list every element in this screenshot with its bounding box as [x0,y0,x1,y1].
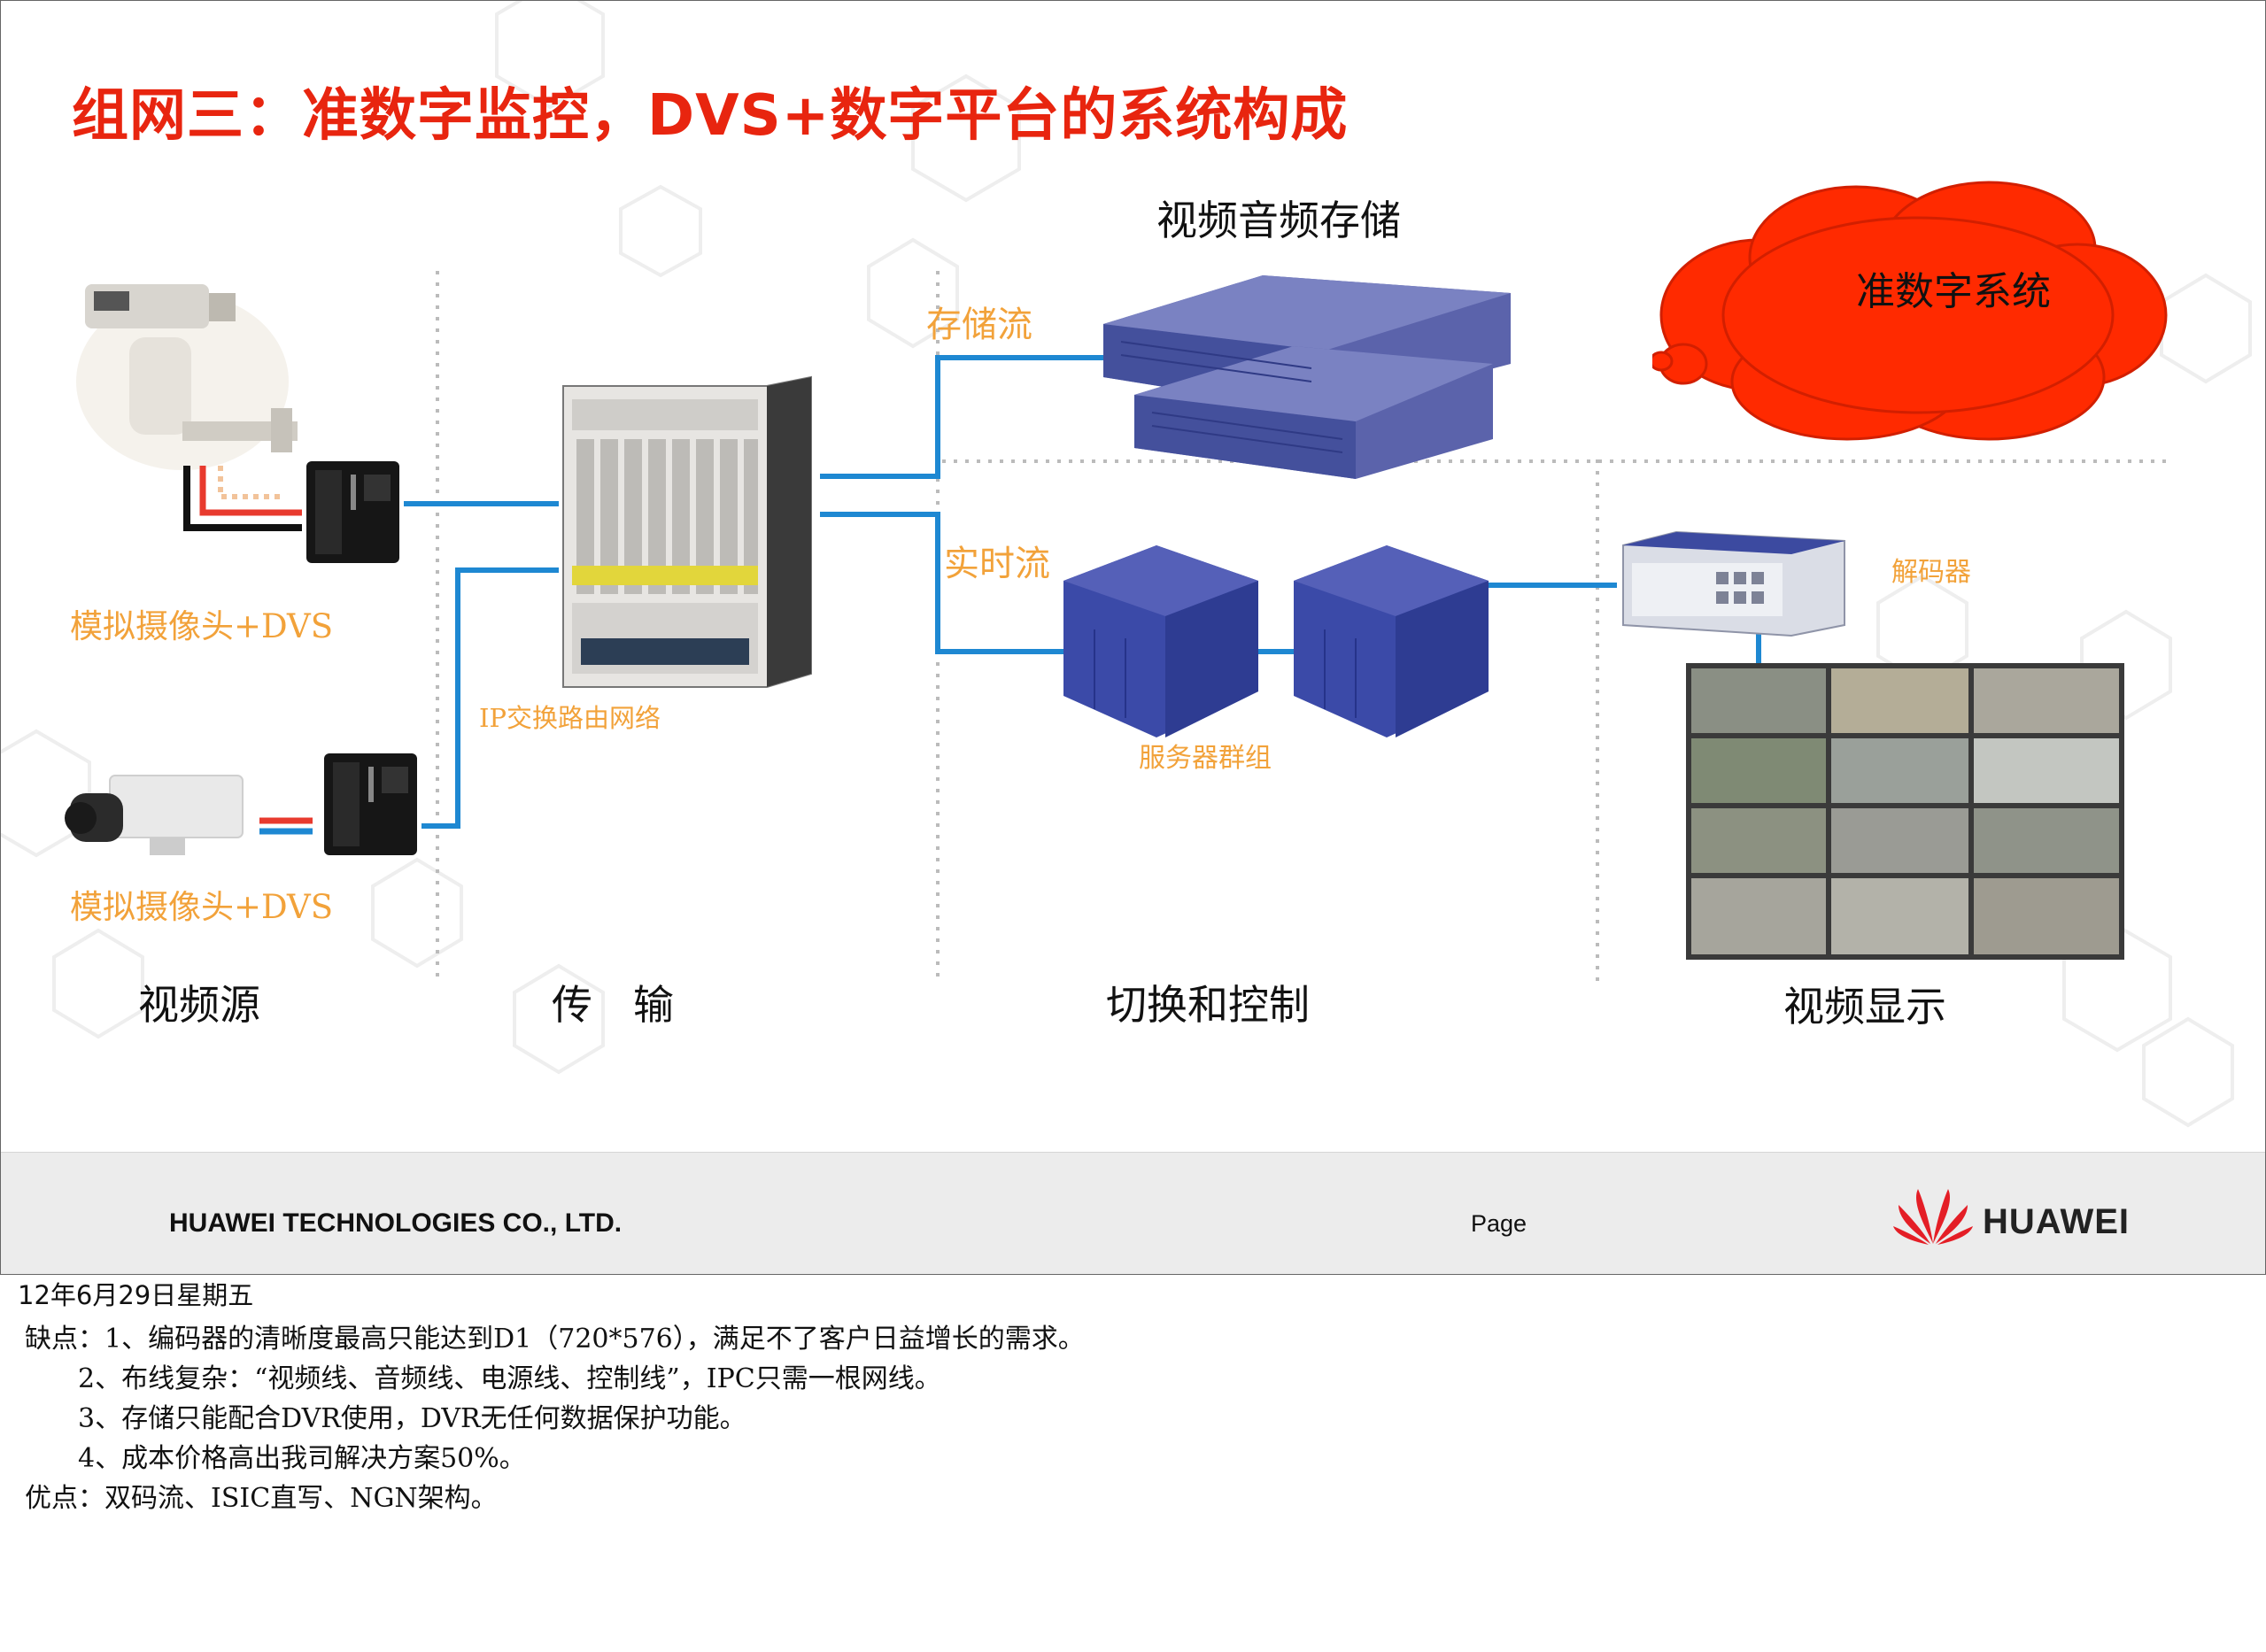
network-links [404,355,1761,829]
box-camera-icon [65,775,244,855]
storage-array-icon [1103,275,1511,479]
camera1-label: 模拟摄像头+DVS [70,607,334,645]
notes-line: 4、成本价格高出我司解决方案50%。 [78,1443,526,1474]
camera-cable-icon [183,466,302,531]
dvs-encoder-icon [324,753,417,855]
section-transmission: 传 输 [552,981,674,1029]
cloud-shape [1652,181,2168,441]
dvs-encoder-icon [306,461,399,563]
notes-line: 缺点：1、编码器的清晰度最高只能达到D1（720*576），满足不了客户日益增长… [25,1324,1085,1355]
huawei-logo-icon [1893,1189,1973,1245]
notes-date: 12年6月29日星期五 [18,1280,254,1310]
camera2-label: 模拟摄像头+DVS [70,888,334,926]
background-hexagons [1,1,2252,1128]
footer-page: Page [1471,1210,1527,1237]
ip-switch-chassis-icon [562,375,812,688]
slide-footer [1,1152,2265,1274]
flow-storage-label: 存储流 [926,305,1032,345]
notes-line: 3、存储只能配合DVR使用，DVR无任何数据保护功能。 [78,1403,746,1434]
storage-title: 视频音频存储 [1156,197,1401,244]
cloud-label: 准数字系统 [1856,269,2051,314]
notes-line: 优点：双码流、ISIC直写、NGN架构。 [25,1483,498,1514]
flow-realtime-label: 实时流 [944,544,1050,584]
server-icon [1063,545,1258,737]
slide-title: 组网三：准数字监控，DVS+数字平台的系统构成 [72,83,1349,149]
section-source: 视频源 [138,981,260,1029]
server-group-label: 服务器群组 [1139,743,1272,774]
section-display: 视频显示 [1783,983,1946,1031]
footer-company: HUAWEI TECHNOLOGIES CO., LTD. [169,1208,623,1238]
camera-cable-icon [259,817,313,835]
video-wall-icon [1686,663,2124,960]
decoder-label: 解码器 [1891,557,1971,588]
ptz-camera-icon [76,284,298,470]
footer-brand: HUAWEI [1983,1202,2130,1241]
switch-label: IP交换路由网络 [479,703,661,733]
server-icon [1294,545,1489,737]
section-control: 切换和控制 [1106,981,1310,1029]
decoder-device-icon [1622,530,1845,637]
notes-line: 2、布线复杂：“视频线、音频线、电源线、控制线”，IPC只需一根网线。 [78,1363,941,1394]
slide: 组网三：准数字监控，DVS+数字平台的系统构成 [0,0,2266,1275]
